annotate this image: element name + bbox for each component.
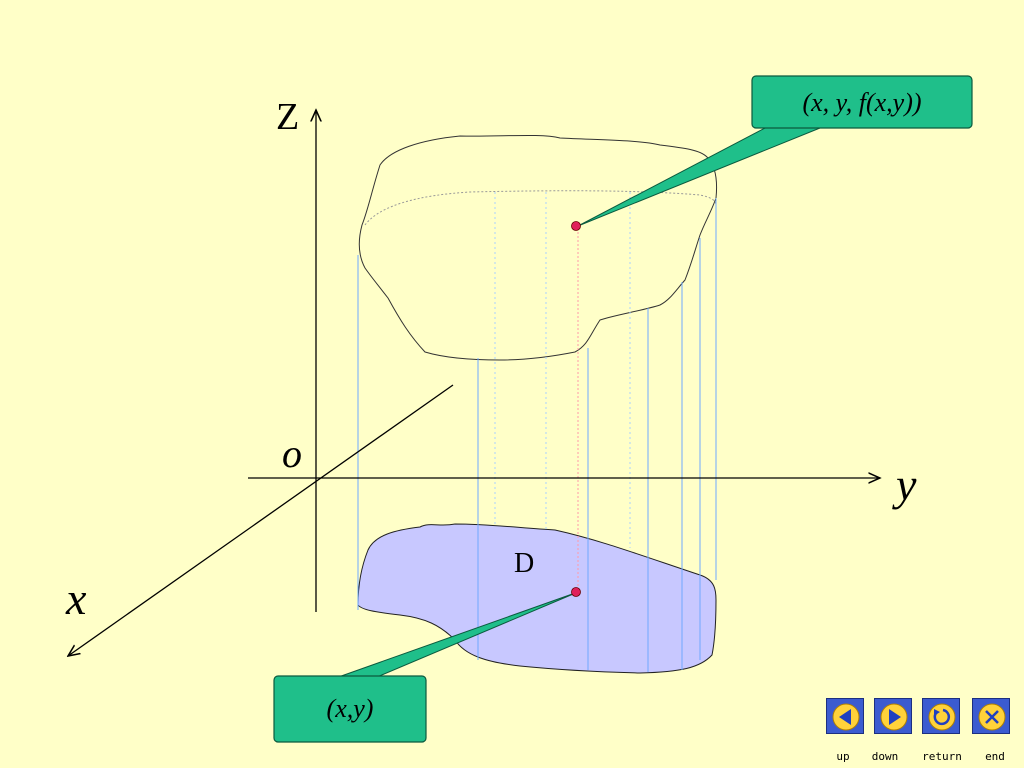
end-label: end (985, 750, 1005, 763)
return-button[interactable] (922, 698, 960, 734)
projection-lines-hidden (494, 192, 631, 548)
down-button[interactable] (874, 698, 912, 734)
arrow-left-icon (832, 703, 860, 731)
callout-top-tail (577, 127, 821, 227)
surface-rim (364, 190, 717, 226)
callout-top-text: (x, y, f(x,y)) (802, 88, 922, 117)
surface-top (358, 134, 718, 361)
region-d (357, 523, 717, 674)
callout-bottom-box (273, 675, 427, 743)
up-button[interactable] (826, 698, 864, 734)
up-label: up (836, 750, 850, 763)
projection-lines (357, 198, 717, 672)
arrow-right-icon (880, 703, 908, 731)
callout-bottom-text: (x,y) (326, 694, 374, 723)
return-icon (928, 703, 956, 731)
y-axis-label: y (896, 459, 917, 510)
surface-point (571, 221, 581, 231)
close-icon (978, 703, 1006, 731)
region-d-label: D (514, 548, 535, 579)
callout-top-box (751, 75, 973, 129)
return-label: return (922, 750, 962, 763)
end-button[interactable] (972, 698, 1010, 734)
x-axis-label: x (66, 573, 87, 624)
x-axis (68, 384, 454, 656)
origin-label: o (282, 431, 302, 476)
z-axis-label: Z (276, 96, 300, 138)
region-point (571, 587, 581, 597)
down-label: down (871, 750, 899, 763)
